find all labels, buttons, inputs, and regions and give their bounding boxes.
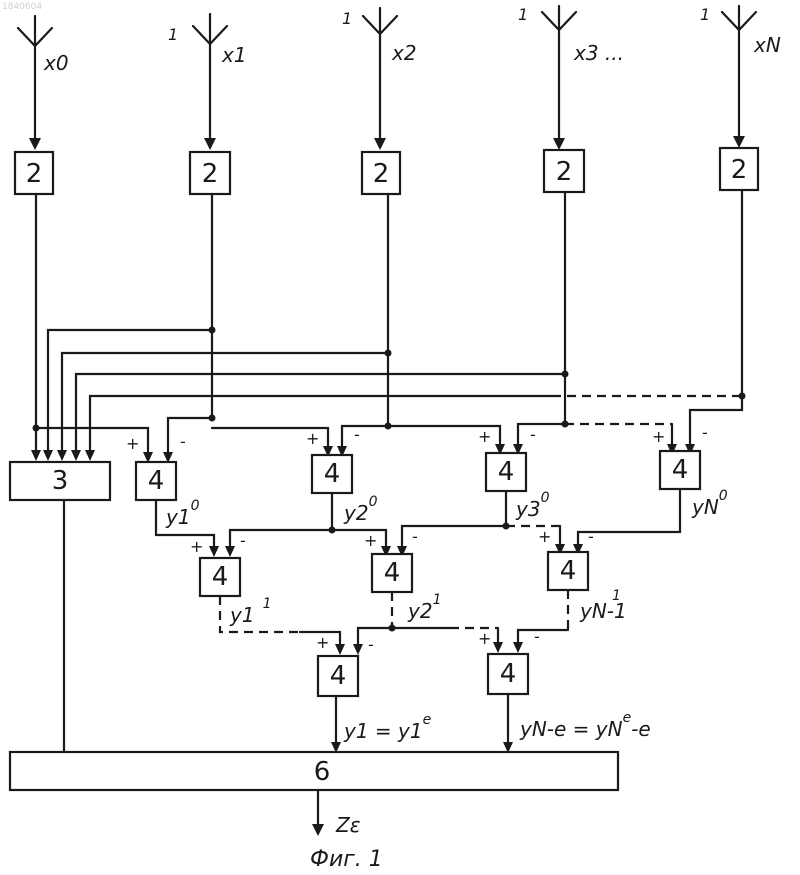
arrows-into-block3 <box>31 450 95 461</box>
svg-text:+: + <box>478 427 491 446</box>
svg-text:+: + <box>364 531 377 550</box>
antenna-label-x3: x3 ... <box>573 41 624 65</box>
svg-text:+: + <box>478 629 491 648</box>
block-3-label: 3 <box>52 466 69 496</box>
level2-signs: + - + - <box>316 627 540 654</box>
svg-text:-: - <box>180 432 186 451</box>
diff-block-final-1-label: 4 <box>330 661 347 691</box>
block-2-ch3-label: 2 <box>556 157 573 187</box>
svg-text:+: + <box>306 429 319 448</box>
svg-text:-: - <box>702 423 708 442</box>
antenna-label-x0: x0 <box>43 51 69 75</box>
svg-text:-: - <box>530 425 536 444</box>
block-2-ch2-label: 2 <box>373 159 390 189</box>
svg-text:-: - <box>354 425 360 444</box>
svg-text:y30: y30 <box>515 490 550 521</box>
diff-block-l1-2-label: 4 <box>384 558 401 588</box>
antenna-mark-x3: 1 <box>518 5 528 24</box>
svg-text:+: + <box>190 537 203 556</box>
level0-to-level1-wiring <box>156 489 680 557</box>
svg-text:y10: y10 <box>165 498 200 529</box>
level1-signs: + - + - + - <box>190 527 594 556</box>
svg-text:+: + <box>316 633 329 652</box>
svg-text:-: - <box>412 527 418 546</box>
antenna-x2: 1 x2 <box>342 8 417 150</box>
antenna-x1: 1 x1 <box>168 14 247 150</box>
diff-block-l1-N-label: 4 <box>560 556 577 586</box>
antenna-mark-xN: 1 <box>700 5 710 24</box>
block-6-label: 6 <box>314 757 331 787</box>
svg-text:+: + <box>538 527 551 546</box>
antenna-x0: x0 <box>18 16 69 150</box>
block-2-ch0-label: 2 <box>26 159 43 189</box>
svg-text:yN0: yN0 <box>691 488 728 519</box>
diff-block-l0-3-label: 4 <box>498 457 515 487</box>
svg-text:-: - <box>240 531 246 550</box>
svg-text:-: - <box>534 627 540 646</box>
diff-block-l0-1-label: 4 <box>148 466 165 496</box>
svg-text:y20: y20 <box>343 494 378 525</box>
figure-caption: Фиг. 1 <box>310 847 383 872</box>
svg-text:-: - <box>368 635 374 654</box>
antenna-x3: 1 x3 ... <box>518 5 624 150</box>
block-2-ch1-label: 2 <box>202 159 219 189</box>
level0-output-labels: y10 y20 y30 yN0 <box>165 488 728 529</box>
svg-text:+: + <box>652 427 665 446</box>
channel-lines <box>36 190 742 455</box>
svg-text:-: - <box>588 527 594 546</box>
output-arrow <box>312 790 324 836</box>
watermark: 1840604 <box>2 2 42 12</box>
svg-text:1: 1 <box>612 588 621 604</box>
antenna-mark-x1: 1 <box>168 25 178 44</box>
diff-block-l1-1-label: 4 <box>212 562 229 592</box>
svg-text:y11: y11 <box>229 596 271 627</box>
svg-text:yN-e = yNe-e: yN-e = yNe-e <box>519 710 651 741</box>
antenna-xN: 1 xN <box>700 5 781 148</box>
antenna-mark-x2: 1 <box>342 9 352 28</box>
diff-block-l0-N-label: 4 <box>672 455 689 485</box>
diff-block-final-2-label: 4 <box>500 659 517 689</box>
final-output-labels: y1 = y1e yN-e = yNe-e <box>343 710 651 743</box>
svg-text:y21: y21 <box>407 592 441 623</box>
antenna-label-x2: x2 <box>391 41 417 65</box>
antenna-label-xN: xN <box>753 33 781 57</box>
output-signal-label: Zε <box>335 813 361 837</box>
level1-to-level2-wiring <box>220 590 568 655</box>
diff-block-l0-2-label: 4 <box>324 459 341 489</box>
bus-x3-to-block3 <box>76 371 569 456</box>
antenna-label-x1: x1 <box>221 43 247 67</box>
svg-text:y1 = y1e: y1 = y1e <box>343 712 431 743</box>
block-2-chN-label: 2 <box>731 155 748 185</box>
svg-text:+: + <box>126 434 139 453</box>
